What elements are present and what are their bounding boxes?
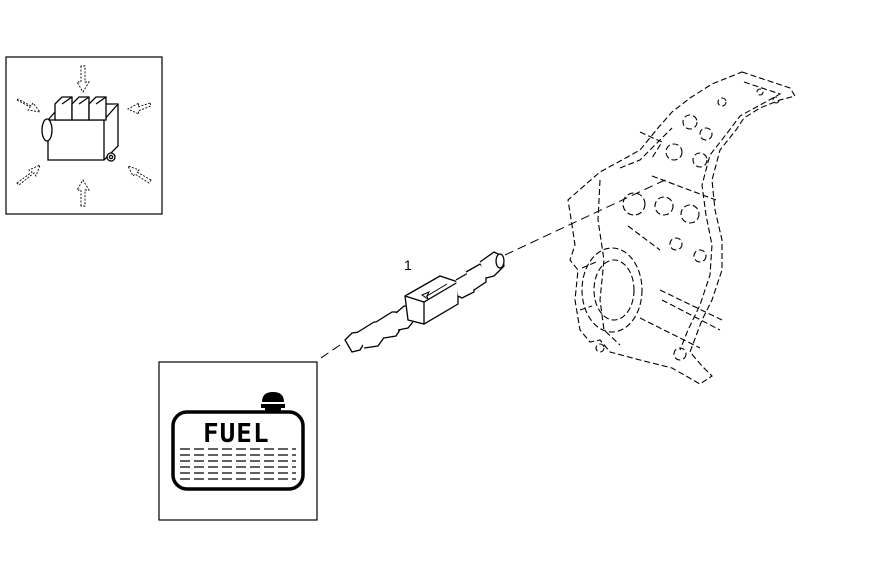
arrow-up-left-icon	[127, 165, 152, 184]
engine-block-icon	[41, 96, 119, 162]
direction-arrows	[16, 65, 152, 207]
arrow-up-right-icon	[16, 164, 41, 186]
flow-arrow-icon	[420, 283, 448, 301]
orientation-inset	[5, 56, 163, 215]
arrow-up-icon	[76, 179, 90, 207]
arrow-down-icon	[76, 65, 90, 93]
callout-label-1: 1	[404, 257, 412, 273]
fuel-level-lines	[180, 448, 296, 480]
fuel-tank-inset: FUEL	[158, 361, 318, 521]
arrow-right-icon	[16, 98, 42, 113]
fuel-tank-icon	[171, 410, 305, 491]
fuel-label: FUEL	[203, 419, 270, 449]
arrow-left-icon	[126, 102, 152, 115]
leader-lines	[317, 179, 666, 361]
engine-block-outline	[567, 71, 796, 385]
tank-cap-icon	[262, 392, 284, 402]
fuel-connector-part	[344, 251, 505, 353]
